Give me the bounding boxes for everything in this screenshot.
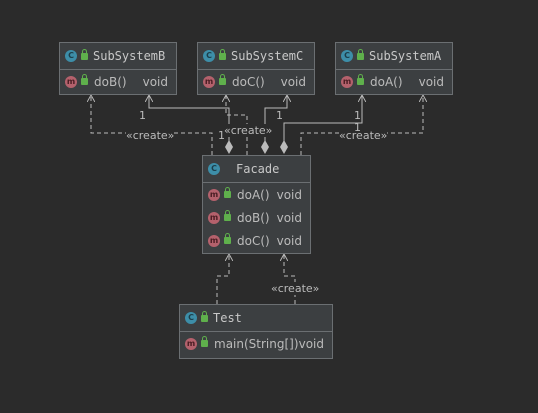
- diamond-a: [280, 140, 288, 154]
- class-test[interactable]: C Test m main(String[]) void: [179, 304, 333, 359]
- create-label-c: «create»: [224, 124, 273, 137]
- method-row[interactable]: m doA() void: [203, 183, 310, 206]
- method-icon: m: [208, 234, 220, 247]
- class-header: C SubSystemC: [198, 43, 314, 70]
- multiplicity-b-facade: 1: [218, 129, 225, 142]
- method-name: doC(): [232, 74, 265, 89]
- class-header: C SubSystemA: [336, 43, 452, 70]
- class-header: C SubSystemB: [60, 43, 176, 70]
- create-label-test: «create»: [271, 282, 320, 295]
- method-return: void: [276, 210, 302, 225]
- multiplicity-b: 1: [139, 109, 146, 122]
- class-header: C Test: [180, 305, 332, 332]
- create-label-a: «create»: [339, 129, 388, 142]
- method-row[interactable]: m doC() void: [203, 229, 310, 252]
- class-name: SubSystemC: [231, 49, 304, 63]
- class-subsystem-c[interactable]: C SubSystemC m doC() void: [197, 42, 315, 95]
- diamond-c: [261, 140, 269, 154]
- method-name: doA(): [370, 74, 403, 89]
- lock-icon: [81, 74, 88, 85]
- class-icon: C: [65, 50, 77, 62]
- lock-icon: [224, 187, 231, 198]
- class-facade[interactable]: C Facade m doA() void m doB() void m doC…: [202, 155, 311, 254]
- method-row[interactable]: m doB() void: [203, 206, 310, 229]
- create-label-b: «create»: [126, 129, 175, 142]
- method-icon: m: [208, 211, 220, 224]
- method-row[interactable]: m doA() void: [336, 70, 452, 93]
- class-name: SubSystemA: [369, 49, 442, 63]
- class-icon: C: [185, 312, 197, 324]
- class-name: Test: [213, 311, 242, 325]
- lock-icon: [219, 74, 226, 85]
- class-icon: C: [208, 163, 220, 175]
- method-icon: m: [341, 75, 353, 88]
- lock-icon: [224, 210, 231, 221]
- lock-icon: [201, 336, 208, 347]
- method-return: void: [276, 187, 302, 202]
- method-name: doC(): [237, 233, 270, 248]
- method-icon: m: [65, 75, 77, 88]
- test-dep-create: [284, 254, 296, 304]
- multiplicity-a-facade: 1: [354, 121, 361, 134]
- method-return: void: [280, 74, 306, 89]
- lock-icon: [201, 310, 208, 322]
- method-name: doB(): [94, 74, 127, 89]
- method-icon: m: [185, 337, 197, 350]
- lock-icon: [219, 48, 226, 60]
- method-icon: m: [208, 188, 220, 201]
- method-return: void: [298, 336, 324, 351]
- method-return: void: [276, 233, 302, 248]
- lock-icon: [357, 48, 364, 60]
- create-dep-b: [91, 95, 213, 155]
- class-subsystem-a[interactable]: C SubSystemA m doA() void: [335, 42, 453, 95]
- test-dep-left: [216, 254, 229, 304]
- class-name: Facade: [236, 162, 280, 176]
- class-icon: C: [341, 50, 353, 62]
- multiplicity-a: 1: [354, 109, 361, 122]
- class-header: C Facade: [203, 156, 310, 183]
- lock-icon: [357, 74, 364, 85]
- method-name: doB(): [237, 210, 270, 225]
- method-return: void: [418, 74, 444, 89]
- method-row[interactable]: m doB() void: [60, 70, 176, 93]
- create-dep-c: [226, 95, 248, 155]
- lock-icon: [224, 233, 231, 244]
- class-subsystem-b[interactable]: C SubSystemB m doB() void: [59, 42, 177, 95]
- create-dep-a: [300, 95, 423, 155]
- class-icon: C: [203, 50, 215, 62]
- method-name: doA(): [237, 187, 270, 202]
- method-row[interactable]: m main(String[]) void: [180, 332, 332, 355]
- assoc-a: [283, 95, 362, 148]
- method-icon: m: [203, 75, 215, 88]
- multiplicity-c: 1: [276, 109, 283, 122]
- method-return: void: [142, 74, 168, 89]
- method-name: main(String[]): [214, 336, 299, 351]
- class-name: SubSystemB: [93, 49, 166, 63]
- lock-icon: [81, 48, 88, 60]
- method-row[interactable]: m doC() void: [198, 70, 314, 93]
- diamond-b: [225, 140, 233, 154]
